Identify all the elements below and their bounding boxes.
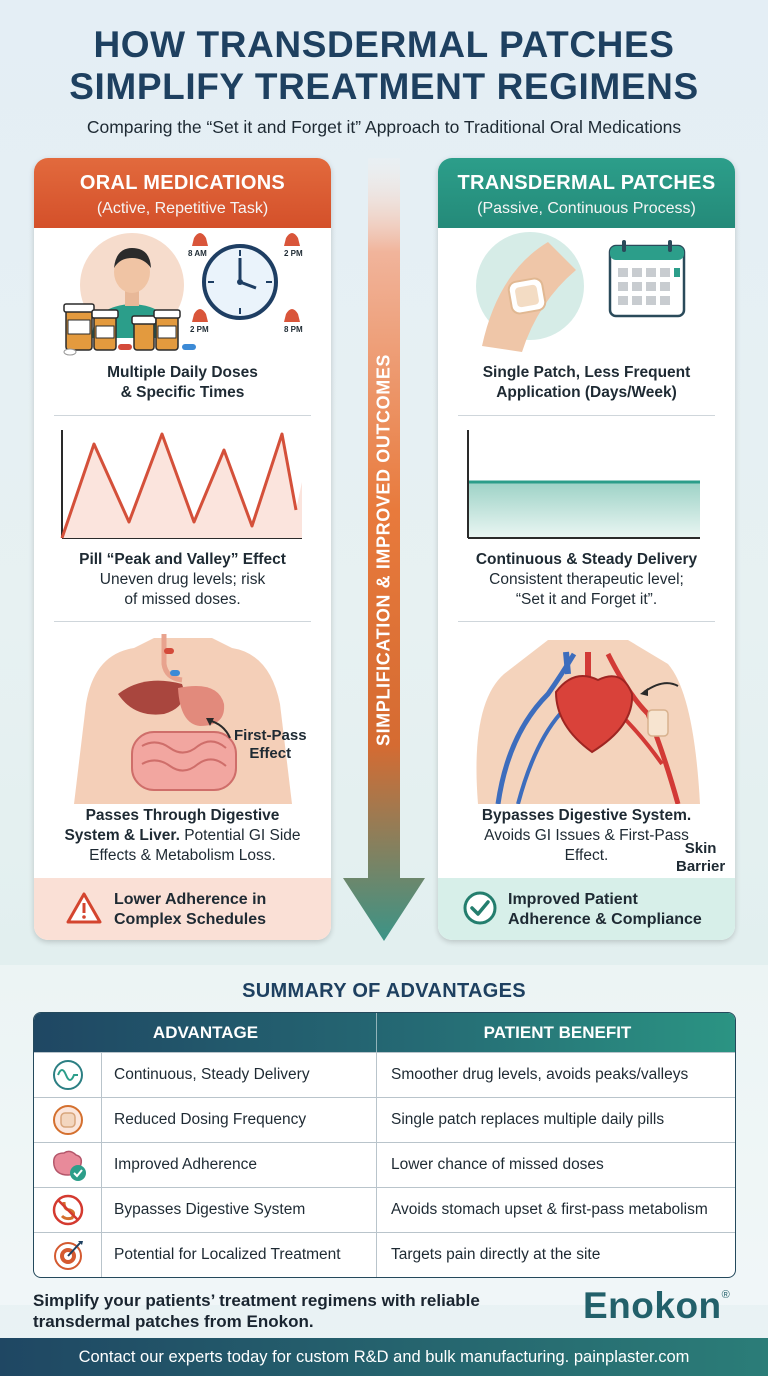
transdermal-patches-panel: TRANSDERMAL PATCHES (Passive, Continuous… bbox=[438, 158, 735, 940]
patch-section1-caption: Single Patch, Less Frequent Application … bbox=[482, 364, 691, 401]
summary-title: SUMMARY OF ADVANTAGES bbox=[242, 980, 526, 1002]
digestive-system-illustration bbox=[74, 634, 292, 804]
calendar-icon bbox=[608, 240, 686, 318]
patch-section2-caption: Continuous & Steady Delivery Consistent … bbox=[475, 551, 698, 608]
skin-barrier-label: Skin Barrier bbox=[676, 840, 726, 875]
patch-panel-footer: Improved Patient Adherence & Compliance bbox=[438, 878, 735, 940]
time-label-2pm-bottom: 2 PM bbox=[190, 325, 209, 334]
patch-on-arm-icon bbox=[647, 709, 669, 737]
contact-footer[interactable]: Contact our experts today for custom R&D… bbox=[0, 1338, 768, 1376]
peak-valley-graph bbox=[60, 430, 302, 539]
intestines-icon bbox=[131, 731, 237, 791]
target-icon bbox=[54, 1241, 83, 1270]
cta-text: Simplify your patients’ treatment regime… bbox=[33, 1291, 480, 1331]
stomach-icon bbox=[178, 686, 225, 726]
no-stomach-icon bbox=[52, 1194, 84, 1226]
warning-icon bbox=[66, 892, 102, 924]
liver-icon bbox=[118, 680, 184, 715]
heart-icon bbox=[554, 675, 634, 754]
table-header: ADVANTAGE PATIENT BENEFIT bbox=[34, 1013, 735, 1052]
person-pills-clock-illustration bbox=[63, 233, 300, 356]
time-label-2pm-top: 2 PM bbox=[284, 249, 303, 258]
patch-section3-caption: Bypasses Digestive System. Avoids GI Iss… bbox=[481, 807, 692, 864]
alarm-bell-icon bbox=[192, 233, 300, 322]
brain-check-icon bbox=[52, 1150, 86, 1181]
divider bbox=[54, 621, 311, 622]
oral-section1-caption: Multiple Daily Doses & Specific Times bbox=[107, 364, 258, 401]
page-title: HOW TRANSDERMAL PATCHES SIMPLIFY TREATME… bbox=[69, 24, 699, 107]
oral-panel-header: ORAL MEDICATIONS (Active, Repetitive Tas… bbox=[34, 158, 331, 228]
first-pass-label: First-Pass Effect bbox=[234, 727, 307, 762]
oral-section2-caption: Pill “Peak and Valley” Effect Uneven dru… bbox=[79, 551, 286, 608]
advantages-table: ADVANTAGE PATIENT BENEFIT Continuous, St… bbox=[33, 1012, 736, 1278]
checkmark-icon bbox=[463, 891, 497, 925]
time-label-8am: 8 AM bbox=[188, 249, 207, 258]
oral-medications-panel: ORAL MEDICATIONS (Active, Repetitive Tas… bbox=[34, 158, 331, 940]
waveform-icon bbox=[53, 1060, 83, 1090]
steady-delivery-graph bbox=[467, 430, 700, 539]
table-row: Potential for Localized Treatment Target… bbox=[34, 1232, 735, 1277]
divider bbox=[458, 415, 715, 416]
patch-icon bbox=[53, 1105, 83, 1135]
page-subtitle: Comparing the “Set it and Forget it” App… bbox=[86, 117, 682, 137]
divider bbox=[458, 621, 715, 622]
divider bbox=[54, 415, 311, 416]
oral-section3-caption: Passes Through Digestive System & Liver.… bbox=[64, 807, 301, 864]
oral-panel-footer: Lower Adherence in Complex Schedules bbox=[34, 878, 331, 940]
patch-calendar-illustration bbox=[476, 232, 686, 352]
enokon-logo: Enokon® bbox=[583, 1285, 731, 1326]
pill-bottles-icon bbox=[63, 303, 196, 356]
table-row: Reduced Dosing Frequency Single patch re… bbox=[34, 1097, 735, 1142]
table-row: Bypasses Digestive System Avoids stomach… bbox=[34, 1187, 735, 1232]
table-row: Continuous, Steady Delivery Smoother dru… bbox=[34, 1052, 735, 1097]
patch-panel-header: TRANSDERMAL PATCHES (Passive, Continuous… bbox=[438, 158, 735, 228]
time-label-8pm: 8 PM bbox=[284, 325, 303, 334]
circulatory-system-illustration bbox=[476, 640, 700, 804]
table-row: Improved Adherence Lower chance of misse… bbox=[34, 1142, 735, 1187]
clock-icon bbox=[202, 244, 278, 320]
simplification-arrow bbox=[343, 158, 425, 941]
